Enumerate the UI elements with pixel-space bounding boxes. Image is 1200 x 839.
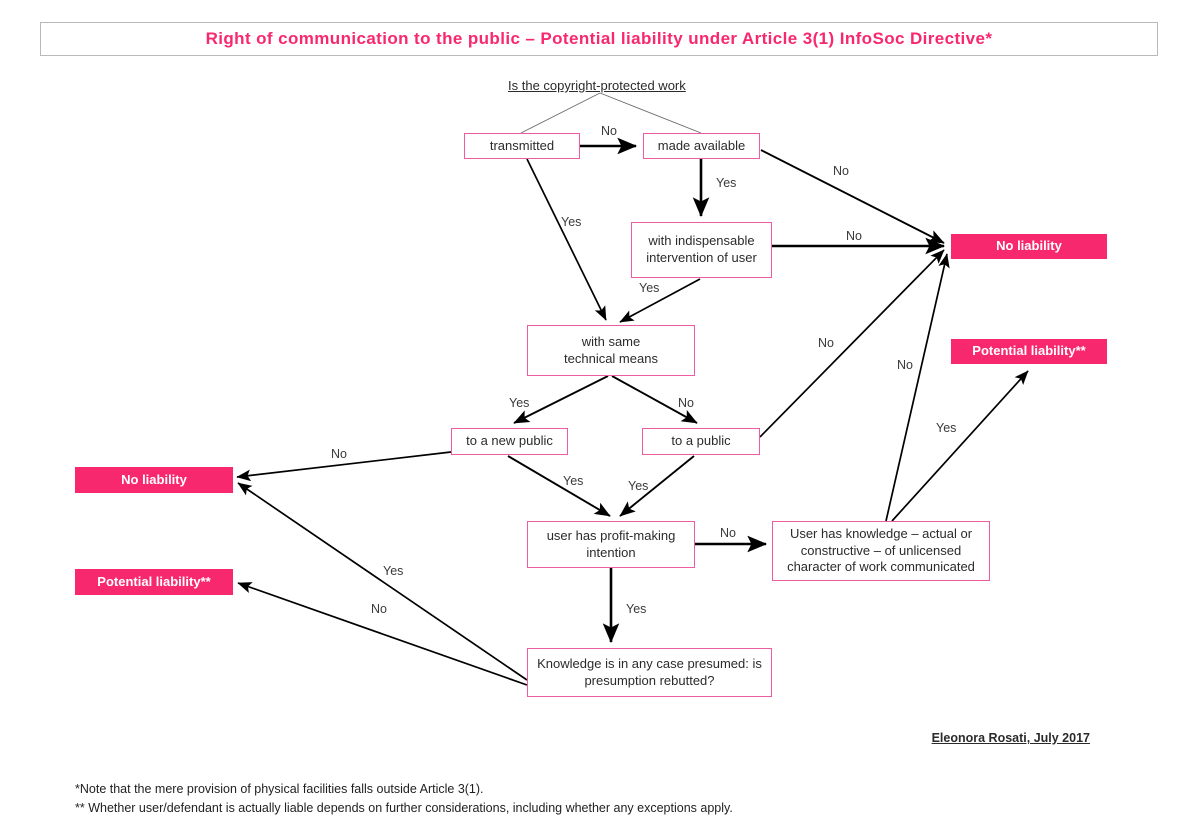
edge-label: Yes xyxy=(561,215,582,229)
edge-label: No xyxy=(331,447,347,461)
root-question-label: Is the copyright-protected work xyxy=(508,78,686,93)
edge-new-public-to-profit-making xyxy=(507,455,611,517)
node-to-a-public[interactable]: to a public xyxy=(642,428,760,455)
edge-presumption-to-no-liability-left xyxy=(237,482,528,681)
node-made-available[interactable]: made available xyxy=(643,133,760,159)
edge-indispensable-to-same-means xyxy=(619,278,701,323)
edge-label: No xyxy=(833,164,849,178)
node-potential-liability-right[interactable]: Potential liability** xyxy=(951,339,1107,364)
edge-label: Yes xyxy=(716,176,737,190)
edge-label: Yes xyxy=(563,474,584,488)
edge-label: No xyxy=(897,358,913,372)
node-to-a-new-public[interactable]: to a new public xyxy=(451,428,568,455)
edge-label: No xyxy=(818,336,834,350)
node-label: Potential liability** xyxy=(972,343,1086,359)
edge-label: No xyxy=(601,124,617,138)
node-label: to a public xyxy=(671,433,731,449)
edge-label: No xyxy=(371,602,387,616)
edge-label: Yes xyxy=(639,281,660,295)
node-potential-liability-left[interactable]: Potential liability** xyxy=(75,569,233,595)
edge-label: Yes xyxy=(626,602,647,616)
author-signature: Eleonora Rosati, July 2017 xyxy=(931,731,1090,745)
edge-user-knowledge-to-no-liability xyxy=(885,253,950,522)
node-label: to a new public xyxy=(466,433,553,449)
node-label: No liability xyxy=(121,471,187,487)
node-no-liability-left[interactable]: No liability xyxy=(75,467,233,493)
footnotes: *Note that the mere provision of physica… xyxy=(75,782,733,820)
node-label: made available xyxy=(657,137,746,153)
edge-transmitted-to-same-means xyxy=(526,158,607,321)
edge-a-public-to-no-liability xyxy=(759,249,945,438)
edge-label: No xyxy=(678,396,694,410)
edge-label: Yes xyxy=(628,479,649,493)
node-label: transmitted xyxy=(489,137,555,153)
edge-label: Yes xyxy=(509,396,530,410)
edge-label: No xyxy=(720,526,736,540)
page-title: Right of communication to the public – P… xyxy=(205,29,993,48)
node-label: No liability xyxy=(996,238,1062,254)
footnote-1: *Note that the mere provision of physica… xyxy=(75,782,484,796)
footnote-2: ** Whether user/defendant is actually li… xyxy=(75,801,733,815)
node-transmitted[interactable]: transmitted xyxy=(464,133,580,159)
edge-presumption-to-potential-liability-left xyxy=(237,582,528,686)
edge-label: No xyxy=(846,229,862,243)
title-banner: Right of communication to the public – P… xyxy=(40,22,1158,56)
edge-user-knowledge-to-potential-liability xyxy=(891,370,1029,522)
node-no-liability-right[interactable]: No liability xyxy=(951,234,1107,259)
node-label: Potential liability** xyxy=(97,573,211,589)
edge-label: Yes xyxy=(383,564,404,578)
edge-label: Yes xyxy=(936,421,957,435)
